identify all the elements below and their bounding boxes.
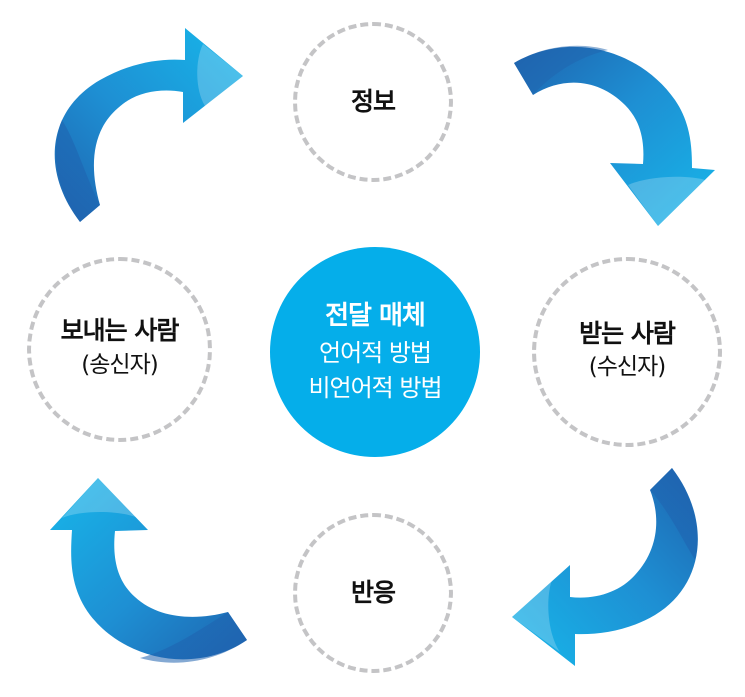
node-reaction-title: 반응 <box>350 578 396 608</box>
node-info: 정보 <box>293 22 453 182</box>
arrow-reaction-to-sender <box>50 478 247 663</box>
center-title: 전달 매체 <box>325 301 426 332</box>
node-sender: 보내는 사람 (송신자) <box>27 257 212 442</box>
arrow-info-to-receiver <box>514 45 715 226</box>
node-info-title: 정보 <box>350 87 396 117</box>
node-receiver-subtitle: (수신자) <box>588 354 666 381</box>
center-line-verbal: 언어적 방법 <box>318 339 432 368</box>
node-sender-subtitle: (송신자) <box>81 351 158 378</box>
arrow-receiver-to-reaction <box>512 468 698 666</box>
node-reaction: 반응 <box>293 513 453 673</box>
arrow-sender-to-info <box>54 28 243 222</box>
node-receiver-title: 받는 사람 <box>579 318 676 348</box>
center-node-medium: 전달 매체 언어적 방법 비언어적 방법 <box>270 247 480 457</box>
node-receiver: 받는 사람 (수신자) <box>532 257 722 447</box>
node-sender-title: 보내는 사람 <box>60 316 180 346</box>
center-line-nonverbal: 비언어적 방법 <box>308 373 442 402</box>
